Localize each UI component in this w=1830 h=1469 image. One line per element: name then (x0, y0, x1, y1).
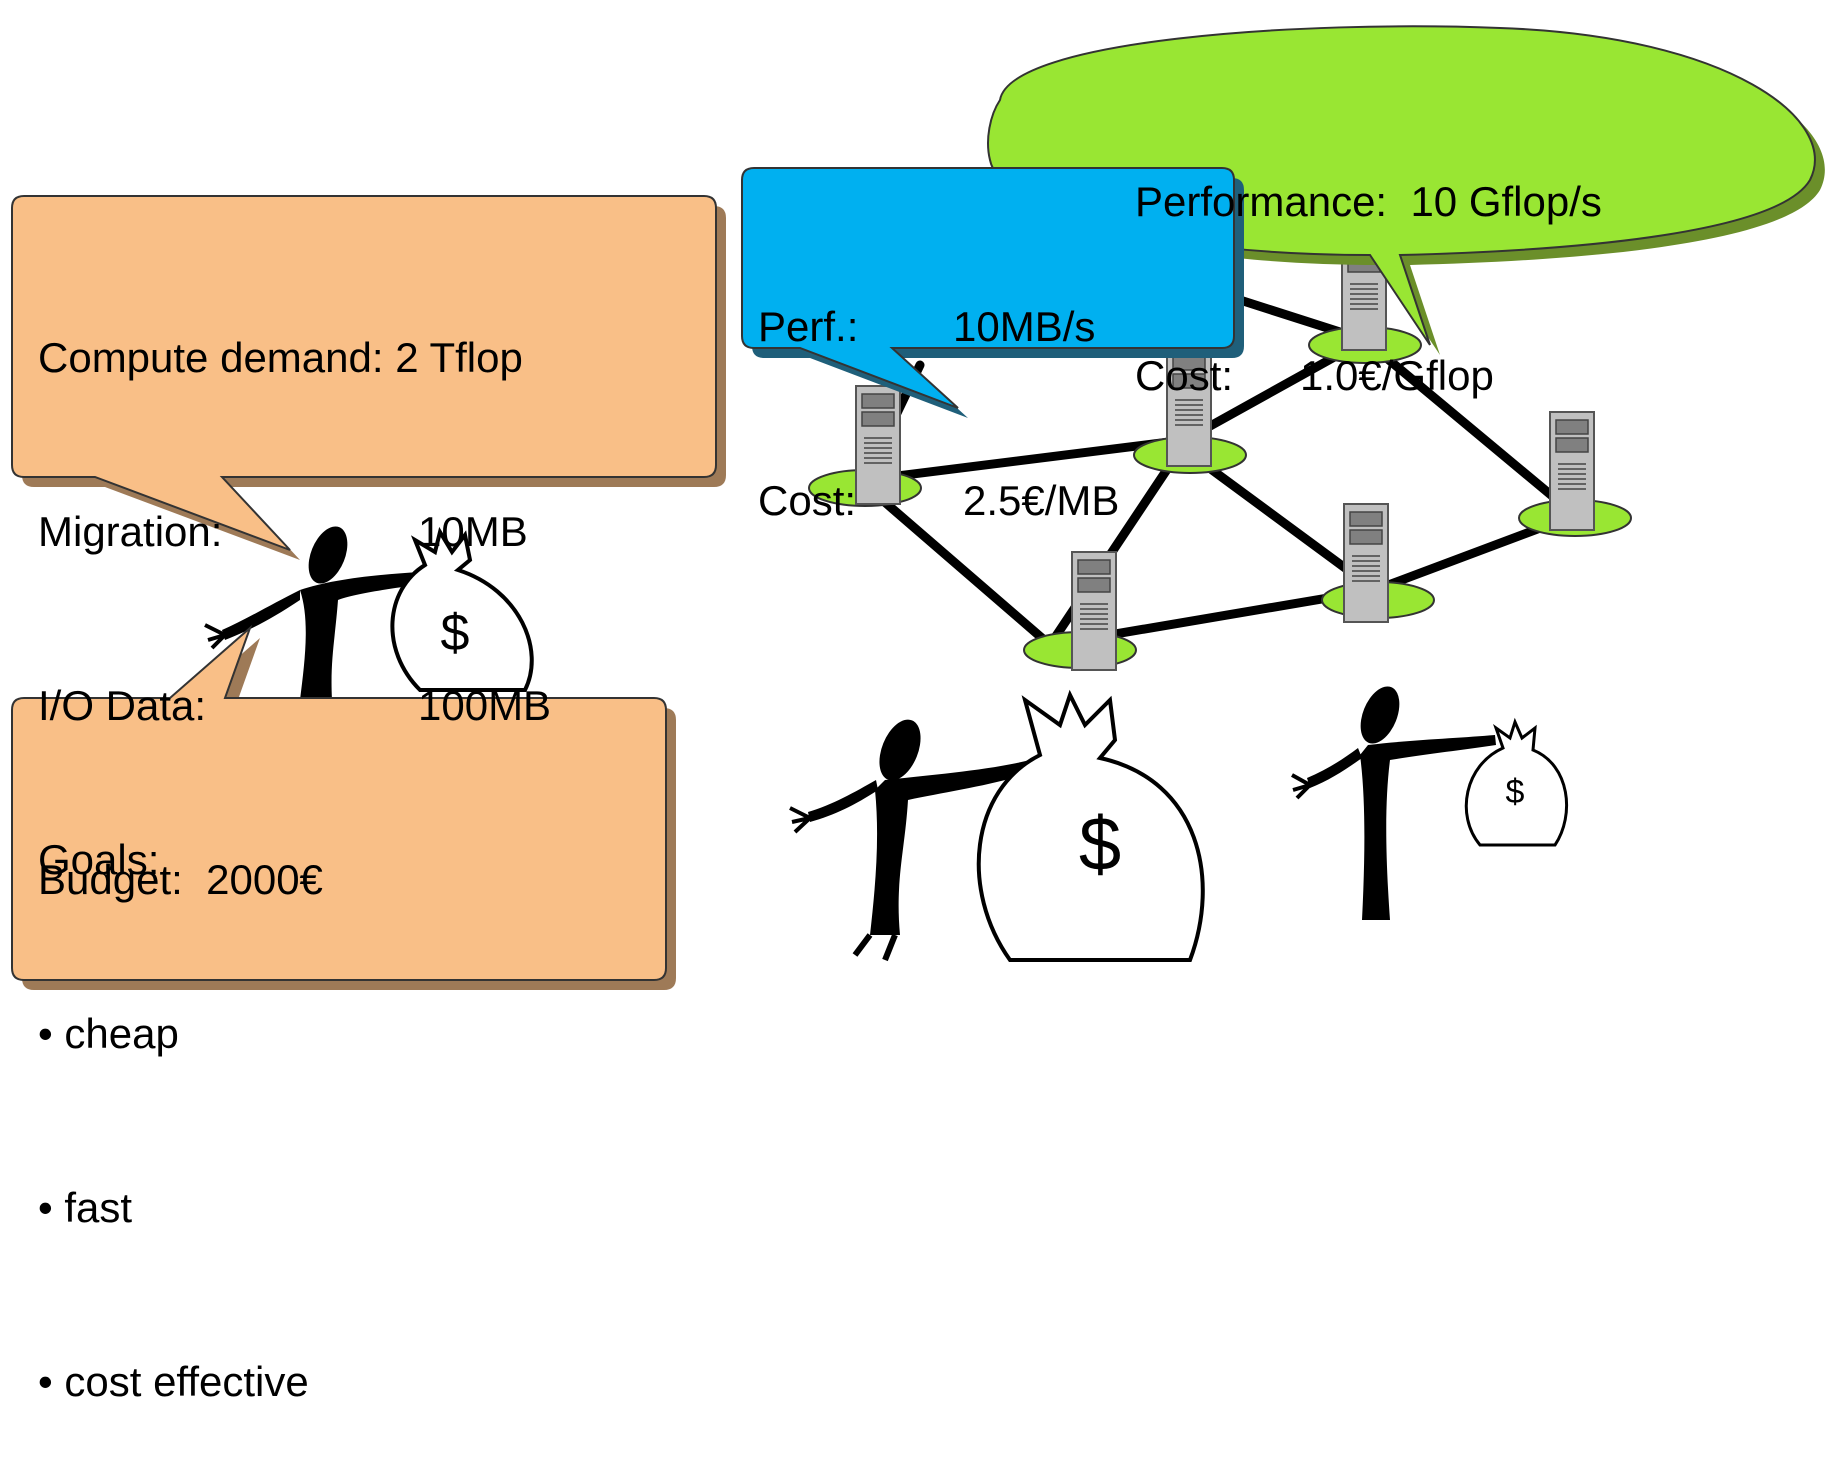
money-bag-small-icon: $ (1464, 717, 1568, 847)
server-node-6 (1023, 551, 1137, 671)
svg-text:$: $ (441, 604, 470, 662)
server-node-4 (1518, 411, 1632, 537)
compute-offer-text: Performance: 10 Gflop/s Cost: 1.0€/Gflop (1135, 57, 1735, 463)
money-bag-icon: $ (390, 526, 534, 692)
compute-demand-label: Compute demand: 2 Tflop (38, 334, 523, 381)
provider-figure-poor (1291, 686, 1496, 920)
goal-item: • cheap (38, 1010, 179, 1057)
network-cost-label: Cost: (758, 477, 857, 524)
svg-text:$: $ (1506, 773, 1525, 811)
migration-value: 10MB (418, 508, 528, 555)
server-node-5 (1321, 503, 1435, 623)
migration-label: Migration: (38, 508, 223, 555)
budget-label: Budget: 2000€ (38, 856, 323, 903)
network-offer-box (741, 167, 1244, 418)
user-demand-box (11, 195, 726, 560)
network-perf-value: 10MB/s (953, 303, 1096, 350)
server-node-1 (808, 385, 922, 507)
goals-title: Goals: (38, 836, 160, 883)
compute-cost-value: 1.0€/Gflop (1300, 352, 1494, 399)
compute-performance: Performance: 10 Gflop/s (1135, 178, 1602, 225)
goals-text: Goals: • cheap • fast • cost effective (38, 715, 638, 1469)
goal-item: • fast (38, 1184, 133, 1231)
user-figure (204, 526, 455, 700)
io-data-label: I/O Data: (38, 682, 207, 729)
provider-figure-rich (789, 719, 1032, 962)
server-node-2 (1133, 347, 1247, 474)
network-perf-label: Perf.: (758, 303, 859, 350)
server-node-3 (1308, 231, 1422, 364)
network-cost-value: 2.5€/MB (963, 477, 1120, 524)
network-offer-text: Perf.: 10MB/s Cost: 2.5€/MB (758, 182, 1218, 588)
io-data-value: 100MB (418, 682, 552, 729)
goals-box (11, 624, 676, 990)
svg-text:$: $ (1079, 802, 1121, 887)
user-demand-text: Compute demand: 2 Tflop Migration: 10MB I… (38, 213, 698, 967)
compute-cost-label: Cost: (1135, 352, 1234, 399)
goal-item: • cost effective (38, 1358, 309, 1405)
money-bag-large-icon: $ (976, 689, 1205, 962)
